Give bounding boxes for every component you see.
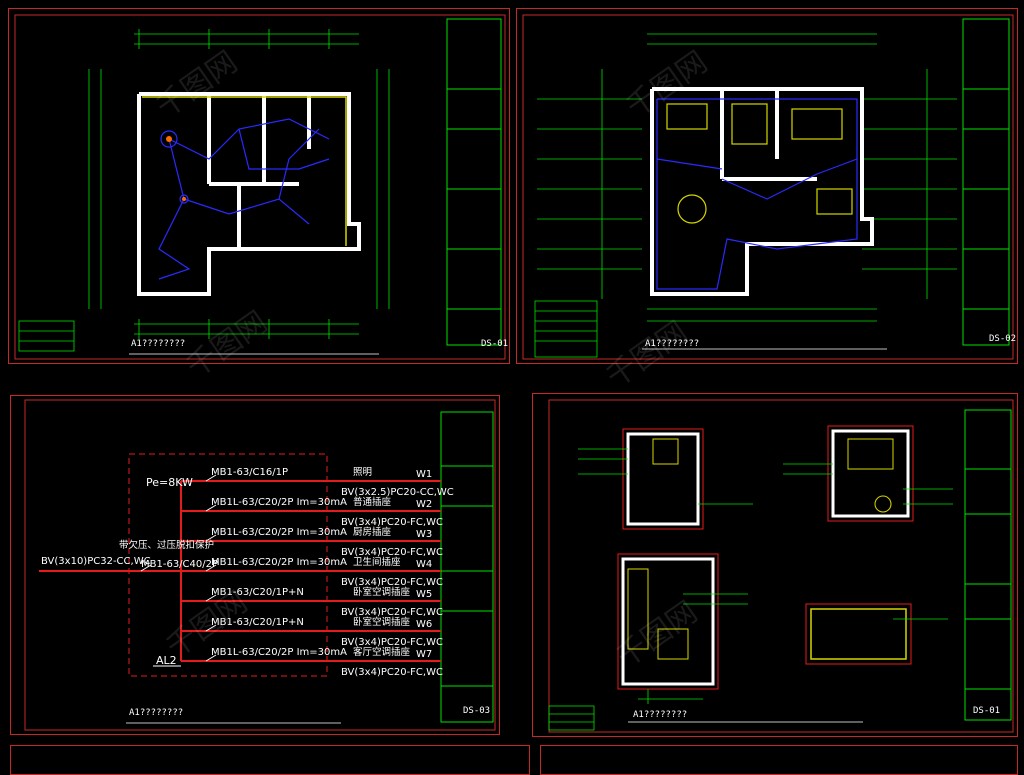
incoming-cable: BV(3x10)PC32-CC,WC xyxy=(41,556,151,567)
panel-tag: AL2 xyxy=(156,654,177,667)
sheet-distribution-diagram[interactable]: Pe=8KW BV(3x10)PC32-CC,WC 带欠压、过压脱扣保护 MB1… xyxy=(10,395,500,735)
circuit-id: W6 xyxy=(416,619,432,630)
breaker-label: MB1-63/C20/1P+N xyxy=(211,587,304,598)
cable-spec: BV(3x4)PC20-FC,WC xyxy=(341,517,443,528)
circuit-name: 厨房插座 xyxy=(353,526,392,538)
cable-spec: BV(3x2.5)PC20-CC,WC xyxy=(341,487,454,498)
sheet-number: DS-01 xyxy=(973,706,1001,716)
dimension-lines xyxy=(537,33,957,322)
circuit-name: 客厅空调插座 xyxy=(353,646,411,658)
circuit-id: W4 xyxy=(416,559,432,570)
circuit-row: MB1L-63/C20/2P Im=30mA 客厅空调插座 W7 BV(3x4)… xyxy=(211,646,443,678)
breaker-label: MB1L-63/C20/2P Im=30mA xyxy=(211,497,347,508)
circuit-id: W5 xyxy=(416,589,432,600)
breaker-label: MB1-63/C20/1P+N xyxy=(211,617,304,628)
breaker-label: MB1L-63/C20/2P Im=30mA xyxy=(211,527,347,538)
title-block xyxy=(964,409,1012,721)
main-breaker: MB1-63/C40/2P xyxy=(141,559,218,570)
sheet-partial-bottom-left[interactable] xyxy=(10,745,530,775)
circuit-id: W7 xyxy=(416,649,432,660)
lighting-wiring xyxy=(158,118,330,280)
cable-spec: BV(3x4)PC20-FC,WC xyxy=(341,637,443,648)
sheet-detail-plans[interactable]: DS-01 A1???????? xyxy=(532,393,1018,737)
sheet-lighting-plan[interactable]: DS-01 A1???????? xyxy=(8,8,510,364)
socket-wiring xyxy=(656,98,858,290)
cable-spec: BV(3x4)PC20-FC,WC xyxy=(341,547,443,558)
legend-table xyxy=(18,320,75,352)
drawing-title: A1???????? xyxy=(131,339,186,349)
title-block xyxy=(962,18,1010,346)
circuit-row: MB1L-63/C20/2P Im=30mA 厨房插座 W3 BV(3x4)PC… xyxy=(211,526,443,558)
circuit-row: MB1-63/C20/1P+N 卧室空调插座 W6 BV(3x4)PC20-FC… xyxy=(211,616,443,648)
detail-plans-drawing xyxy=(548,399,1014,733)
breaker-label: MB1-63/C16/1P xyxy=(211,467,288,478)
circuit-name: 卫生间插座 xyxy=(353,556,401,568)
detail-plan-2 xyxy=(783,425,953,522)
circuit-row: MB1-63/C16/1P 照明 W1 BV(3x2.5)PC20-CC,WC xyxy=(211,467,454,498)
circuit-row: MB1-63/C20/1P+N 卧室空调插座 W5 BV(3x4)PC20-FC… xyxy=(211,586,443,618)
title-block xyxy=(446,18,502,346)
sheet-number: DS-01 xyxy=(481,339,509,349)
lighting-plan-drawing xyxy=(14,14,506,360)
circuit-id: W2 xyxy=(416,499,432,510)
title-block xyxy=(440,411,494,723)
sheet-number: DS-03 xyxy=(463,706,491,716)
socket-plan-drawing xyxy=(522,14,1014,360)
drawing-title: A1???????? xyxy=(645,339,700,349)
cable-spec: BV(3x4)PC20-FC,WC xyxy=(341,577,443,588)
circuit-name: 卧室空调插座 xyxy=(353,616,411,628)
drawing-title: A1???????? xyxy=(633,710,688,720)
detail-plan-3 xyxy=(617,553,748,704)
dimension-lines xyxy=(88,29,390,339)
legend-table xyxy=(534,300,598,358)
walls xyxy=(650,87,874,296)
power-rating: Pe=8KW xyxy=(146,476,193,489)
sheet-partial-bottom-right[interactable] xyxy=(540,745,1018,775)
detail-plan-4 xyxy=(805,603,948,665)
sheet-socket-plan[interactable]: DS-02 A1???????? xyxy=(516,8,1018,364)
distribution-diagram-drawing: Pe=8KW BV(3x10)PC32-CC,WC 带欠压、过压脱扣保护 MB1… xyxy=(24,399,496,731)
circuit-id: W3 xyxy=(416,529,432,540)
detail-plan-1 xyxy=(578,428,753,530)
circuit-name: 普通插座 xyxy=(353,496,392,508)
breaker-label: MB1L-63/C20/2P Im=30mA xyxy=(211,647,347,658)
circuit-name: 卧室空调插座 xyxy=(353,586,411,598)
furniture xyxy=(666,103,853,224)
circuit-name: 照明 xyxy=(353,467,372,478)
drawing-title: A1???????? xyxy=(129,708,184,718)
legend-table xyxy=(548,705,595,731)
cable-spec: BV(3x4)PC20-FC,WC xyxy=(341,607,443,618)
incoming-protection: 带欠压、过压脱扣保护 xyxy=(119,539,214,551)
circuit-row: MB1L-63/C20/2P Im=30mA 普通插座 W2 BV(3x4)PC… xyxy=(211,496,443,528)
circuit-id: W1 xyxy=(416,469,432,480)
sheet-number: DS-02 xyxy=(989,334,1017,344)
breaker-symbols xyxy=(140,474,217,662)
branch-circuits xyxy=(181,480,441,662)
cable-spec: BV(3x4)PC20-FC,WC xyxy=(341,667,443,678)
circuit-row: MB1L-63/C20/2P Im=30mA 卫生间插座 W4 BV(3x4)P… xyxy=(211,556,443,588)
breaker-label: MB1L-63/C20/2P Im=30mA xyxy=(211,557,347,568)
